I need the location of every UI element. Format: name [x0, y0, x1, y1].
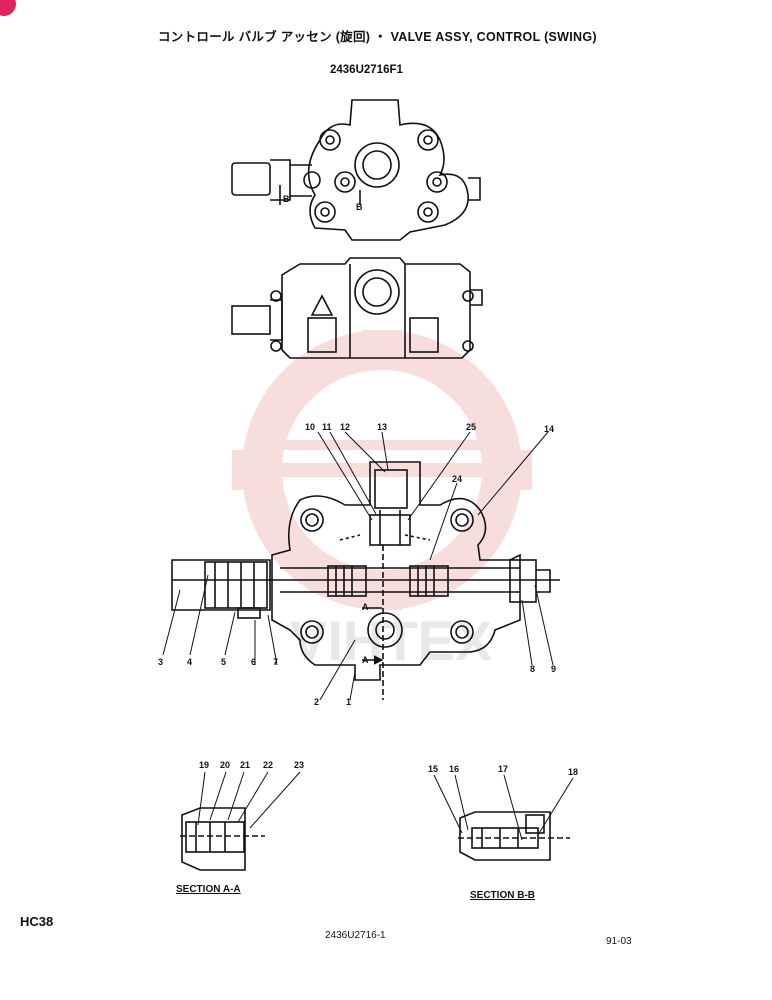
callout-7: 7 [273, 657, 278, 667]
callout-15: 15 [428, 764, 438, 774]
page-code: HC38 [20, 914, 54, 929]
callout-9: 9 [551, 664, 556, 674]
callout-4: 4 [187, 657, 192, 667]
callout-24: 24 [452, 474, 462, 484]
callout-16: 16 [449, 764, 459, 774]
callout-17: 17 [498, 764, 508, 774]
callout-22: 22 [263, 760, 273, 770]
drawing-number: 2436U2716F1 [330, 64, 403, 76]
callout-2: 2 [314, 697, 319, 707]
callout-19: 19 [199, 760, 209, 770]
page-title: コントロール バルブ アッセン (旋回) ・ VALVE ASSY, CONTR… [158, 30, 597, 44]
watermark-text: VIHTEX [290, 609, 492, 672]
callout-25: 25 [466, 422, 476, 432]
callout-14: 14 [544, 424, 554, 434]
callout-12: 12 [340, 422, 350, 432]
callout-18: 18 [568, 767, 578, 777]
callout-5: 5 [221, 657, 226, 667]
callout-11: 11 [322, 422, 332, 432]
date-code: 91-03 [606, 936, 632, 947]
callout-23: 23 [294, 760, 304, 770]
leader-lines [162, 431, 554, 701]
front-view [231, 257, 483, 359]
section-a-a-view [180, 771, 301, 871]
section-mark-a-lower: A [362, 655, 369, 665]
corner-badge [0, 0, 16, 16]
main-section-view [171, 461, 560, 700]
section-a-a-label: SECTION A-A [176, 884, 241, 895]
callout-13: 13 [377, 422, 387, 432]
callout-1: 1 [346, 697, 351, 707]
figure-ref: 2436U2716-1 [325, 930, 386, 941]
section-mark-a-upper: A [362, 602, 369, 612]
callout-8: 8 [530, 664, 535, 674]
callout-3: 3 [158, 657, 163, 667]
callout-20: 20 [220, 760, 230, 770]
callout-21: 21 [240, 760, 250, 770]
section-b-b-label: SECTION B-B [470, 890, 535, 901]
watermark-gear-icon [232, 330, 532, 610]
section-b-b-view [433, 774, 574, 861]
callout-6: 6 [251, 657, 256, 667]
top-view [231, 99, 481, 241]
section-mark-b-left: B [283, 194, 290, 204]
section-mark-b-center: B [356, 202, 363, 212]
callout-10: 10 [305, 422, 315, 432]
